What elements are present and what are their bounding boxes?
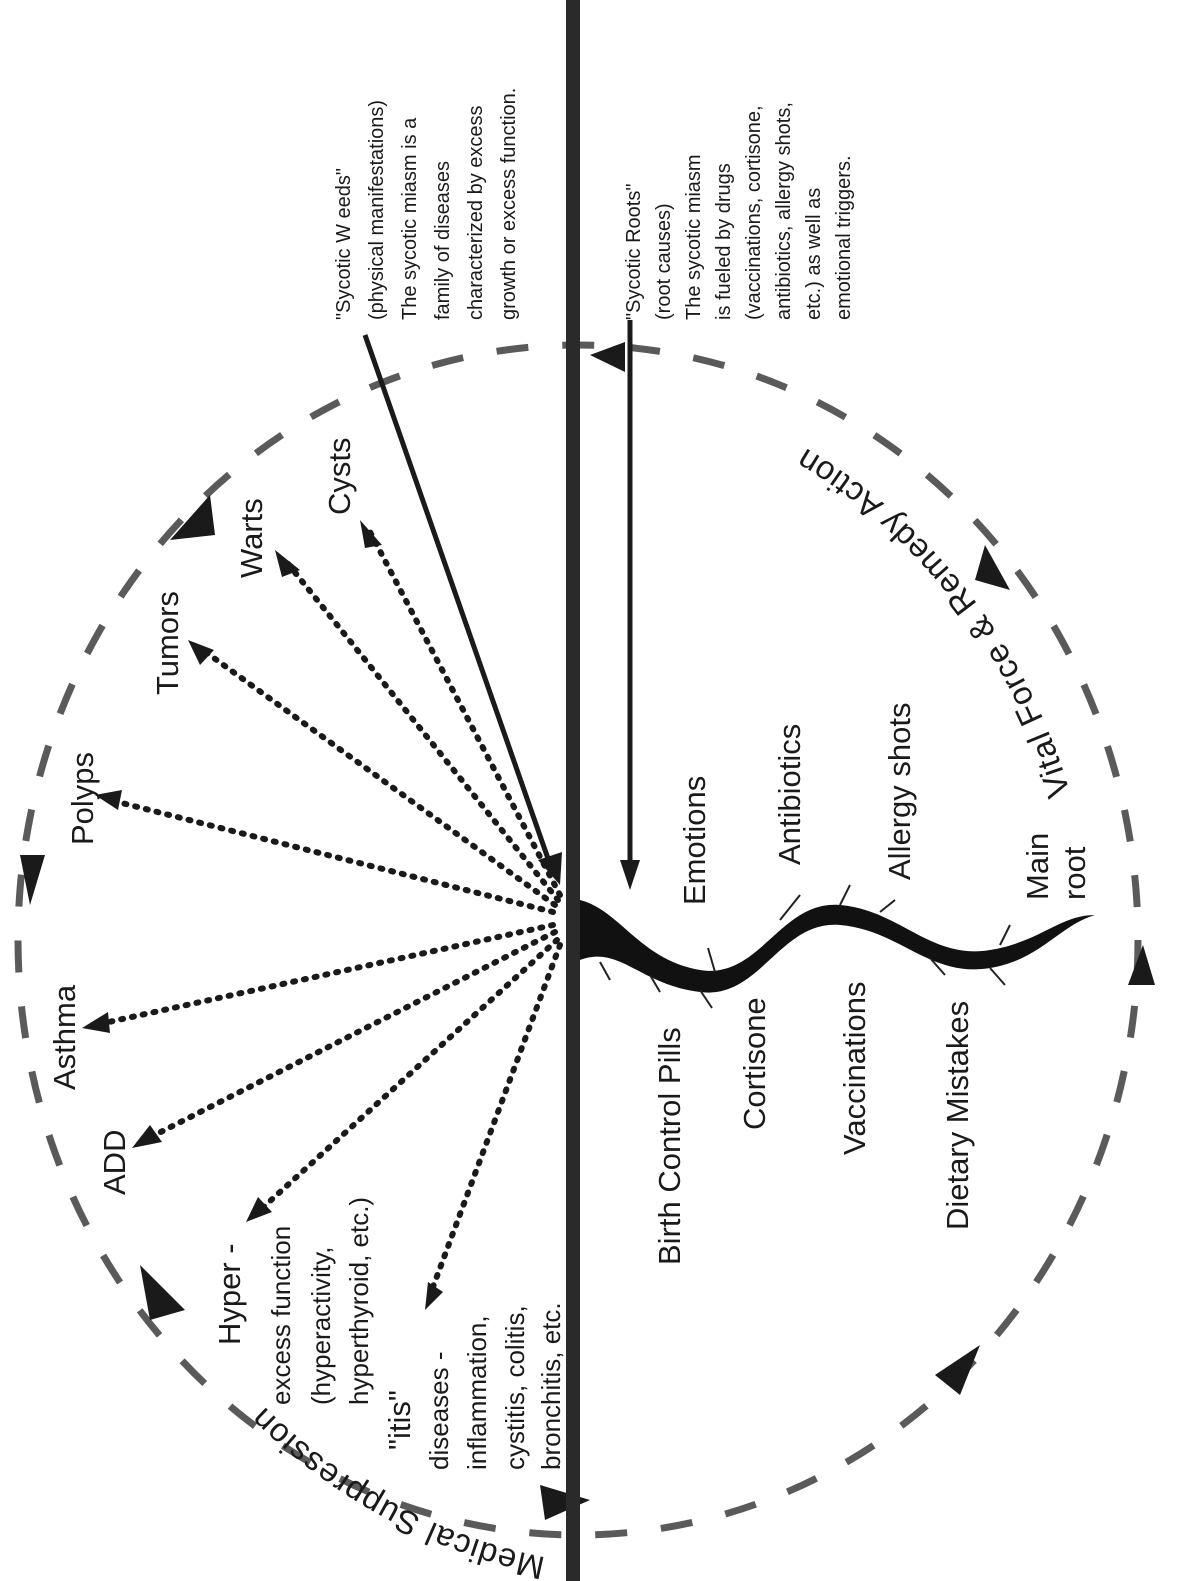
cycle-arrow-6	[1128, 945, 1155, 985]
weed-arrow-add	[142, 929, 558, 1143]
roots-note-line7: etc.) as well as	[803, 188, 825, 320]
label-itis-title: "itis"	[382, 1390, 417, 1450]
label-emotions: Emotions	[677, 776, 712, 905]
label-hyper-title: Hyper -	[212, 1243, 247, 1345]
weeds-note-line6: growth or excess function.	[498, 88, 520, 320]
weeds-note-line5: characterized by excess	[465, 105, 487, 320]
roots-note-line3: The sycotic miasm	[683, 154, 705, 320]
vital-force-label: Vital Force & Remedy Action	[789, 441, 1077, 802]
cycle-arrow-5	[935, 1345, 980, 1395]
cycle-arrow-8	[590, 342, 625, 372]
label-birth-control: Birth Control Pills	[652, 1027, 687, 1265]
weeds-note-arrowhead	[538, 852, 562, 885]
weed-arrow-warts	[282, 557, 561, 903]
roots-note: "Sycotic Roots" (root causes) The sycoti…	[623, 102, 855, 320]
label-dietary: Dietary Mistakes	[940, 1001, 975, 1230]
ground-line	[566, 0, 580, 1581]
cycle-arrow-2	[20, 855, 45, 905]
weeds-note-line1: "Sycotic W eeds"	[333, 168, 355, 320]
roots-note-line1: "Sycotic Roots"	[623, 184, 645, 320]
cycle-arrow-4	[540, 1485, 590, 1520]
weeds-note-line4: family of diseases	[432, 161, 454, 320]
label-itis-line3: cystitis, colitis,	[500, 1305, 530, 1470]
roots-note-line4: is fueled by drugs	[713, 163, 735, 320]
root-hairs	[599, 884, 1011, 1009]
roots-note-line5: (vaccinations, cortisone,	[743, 105, 765, 320]
weed-arrowheads	[82, 520, 443, 1310]
main-root	[580, 900, 1095, 993]
label-add: ADD	[97, 1130, 132, 1195]
label-itis-line2: inflammation,	[462, 1315, 492, 1470]
weeds-note: "Sycotic W eeds" (physical manifestation…	[333, 88, 520, 320]
weeds-note-arrow	[362, 334, 555, 871]
label-cysts: Cysts	[322, 438, 357, 516]
cycle-arrow-7	[975, 545, 1010, 590]
weeds-note-line3: The sycotic miasm is a	[399, 117, 421, 320]
label-polyps: Polyps	[65, 752, 100, 845]
label-main-root-2: root	[1057, 846, 1092, 900]
weed-arrow-asthma	[92, 922, 556, 1028]
label-hyper-line3: hyperthyroid, etc.)	[344, 1197, 374, 1405]
roots-note-line8: emotional triggers.	[833, 155, 855, 320]
roots-note-line6: antibiotics, allergy shots,	[773, 102, 795, 320]
label-vaccinations: Vaccinations	[837, 982, 872, 1155]
roots-note-arrowhead	[620, 860, 640, 890]
label-asthma: Asthma	[47, 984, 82, 1090]
weed-arrow-hyper	[255, 937, 560, 1215]
weed-arrow-itis	[427, 942, 563, 1298]
weed-arrow-tumors	[197, 645, 558, 908]
cycle-arrow-3	[140, 1265, 185, 1320]
weeds-note-line2: (physical manifestations)	[366, 100, 388, 320]
weed-arrows	[92, 529, 563, 1298]
label-tumors: Tumors	[150, 591, 185, 695]
label-itis-line4: bronchitis, etc.	[536, 1302, 566, 1470]
roots-note-line2: (root causes)	[653, 203, 675, 320]
label-antibiotics: Antibiotics	[772, 724, 807, 865]
label-cortisone: Cortisone	[737, 997, 772, 1130]
label-hyper-line1: excess function	[266, 1226, 296, 1405]
label-allergy-shots: Allergy shots	[882, 703, 917, 880]
cycle-arrow-1	[170, 495, 215, 540]
cycle-arrows	[20, 342, 1155, 1520]
label-hyper-line2: (hyperactivity,	[306, 1247, 336, 1405]
weed-arrow-polyps	[107, 797, 556, 915]
weed-arrow-cysts	[367, 529, 563, 898]
label-itis-line1: diseases -	[424, 1352, 454, 1471]
label-warts: Warts	[234, 498, 269, 578]
label-main-root-1: Main	[1020, 833, 1055, 900]
